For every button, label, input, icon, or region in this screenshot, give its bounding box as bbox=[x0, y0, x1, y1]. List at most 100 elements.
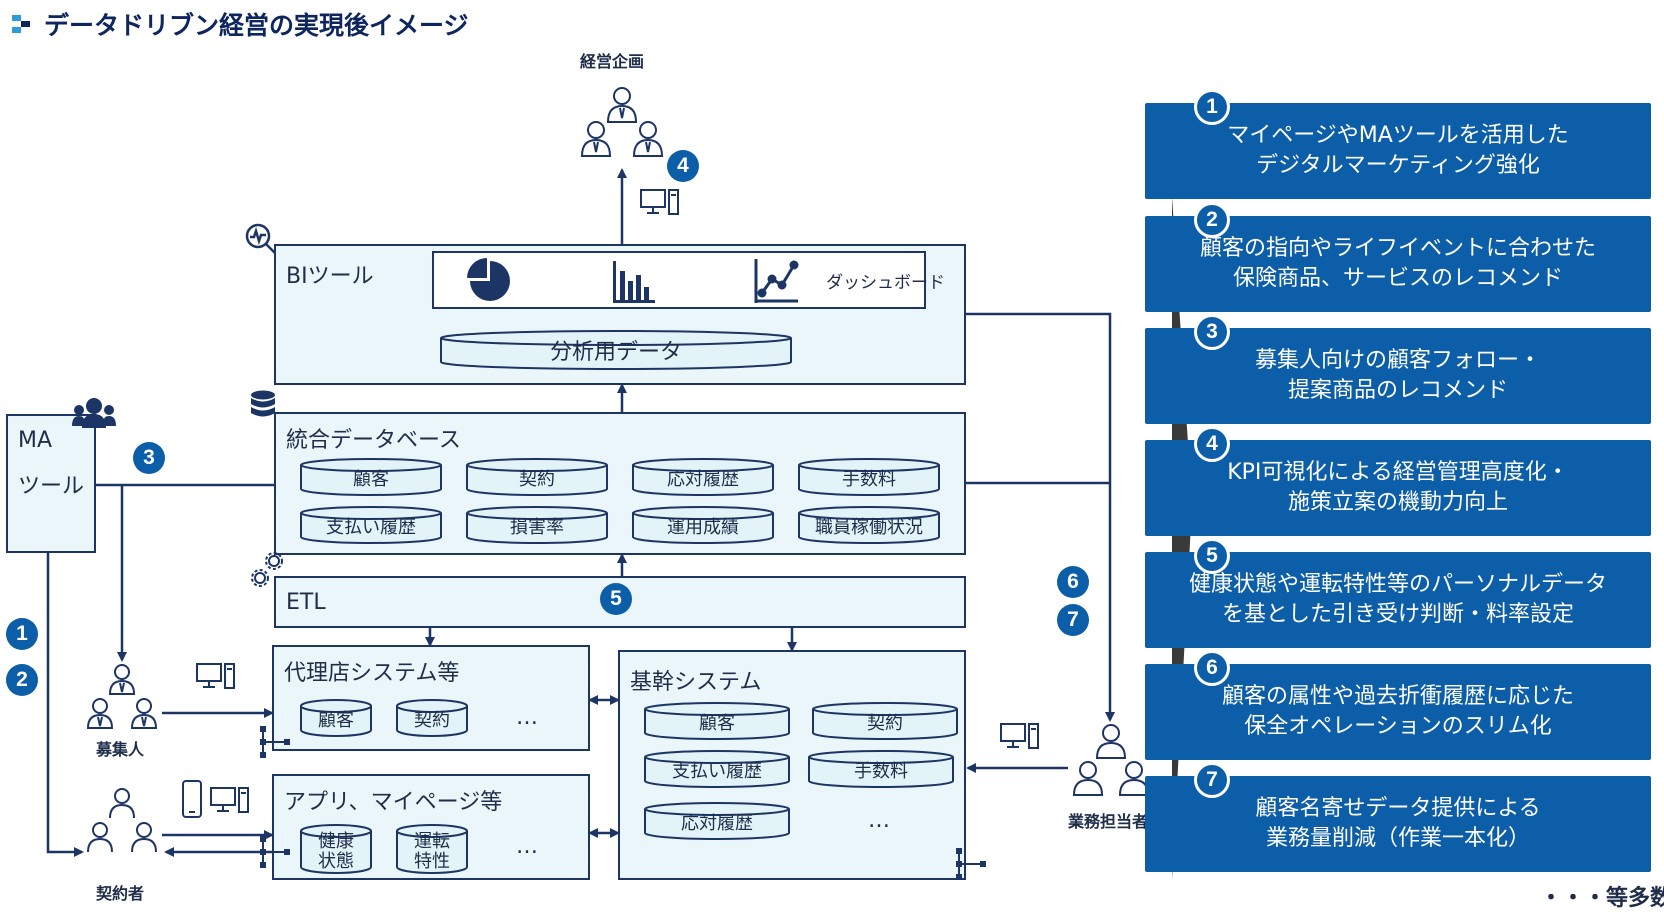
db-item-loss-ratio: 損害率 bbox=[466, 506, 608, 544]
benefit-card-7: 顧客名寄せデータ提供による 業務量削減（作業一本化） bbox=[1145, 776, 1651, 872]
bi-tool-box: BIツール ダッシュボード 分析用データ bbox=[274, 244, 966, 385]
app-item-label: 運転 特性 bbox=[414, 831, 450, 872]
hierarchy-icon bbox=[956, 848, 986, 880]
user-target-icon bbox=[72, 398, 116, 428]
hierarchy-icon bbox=[260, 726, 290, 758]
badge-2: 2 bbox=[6, 664, 38, 696]
core-more: … bbox=[868, 808, 890, 833]
benefit-badge-5: 5 bbox=[1194, 538, 1230, 574]
core-item-payment-history: 支払い履歴 bbox=[644, 750, 790, 788]
db-item-customer: 顧客 bbox=[300, 458, 442, 496]
page-title: データドリブン経営の実現後イメージ bbox=[44, 11, 469, 40]
bar-chart-icon bbox=[613, 261, 655, 303]
core-item-contract: 契約 bbox=[812, 702, 958, 740]
pc-icon bbox=[640, 189, 679, 215]
integrated-database-label: 統合データベース bbox=[286, 428, 461, 453]
db-item-label: 契約 bbox=[519, 469, 555, 491]
hierarchy-icon bbox=[260, 836, 290, 868]
core-item-commission: 手数料 bbox=[808, 750, 954, 788]
agency-item-label: 顧客 bbox=[318, 710, 354, 732]
dashboard-label: ダッシュボード bbox=[826, 273, 945, 293]
title-bullet-icon bbox=[12, 15, 30, 33]
benefit-card-1: マイページやMAツールを活用した デジタルマーケティング強化 bbox=[1145, 103, 1651, 199]
analysis-data-label: 分析用データ bbox=[549, 339, 682, 365]
badge-3: 3 bbox=[133, 442, 165, 474]
database-icon bbox=[251, 390, 275, 417]
contractor-people-icon bbox=[87, 788, 157, 853]
badge-1: 1 bbox=[6, 618, 38, 650]
smartphone-icon bbox=[182, 780, 202, 818]
app-item-driving-characteristics: 運転 特性 bbox=[396, 824, 468, 874]
ma-tool-label-line1: MA bbox=[18, 428, 53, 453]
integrated-database-box: 統合データベース 顧客 契約 応対履歴 手数料 支払い履歴 損害率 運用成績 職… bbox=[274, 412, 966, 555]
core-item-label: 手数料 bbox=[854, 761, 908, 783]
app-more: … bbox=[516, 834, 538, 859]
benefit-card-4: KPI可視化による経営管理高度化・ 施策立案の機動力向上 bbox=[1145, 440, 1651, 536]
benefit-badge-7: 7 bbox=[1194, 762, 1230, 798]
benefit-badge-6: 6 bbox=[1194, 650, 1230, 686]
and-many-more-note: ・・・等多数 bbox=[1540, 886, 1664, 911]
app-mypage-box: アプリ、マイページ等 健康 状態 運転 特性 … bbox=[272, 774, 590, 880]
benefit-badge-2: 2 bbox=[1194, 202, 1230, 238]
core-item-label: 支払い履歴 bbox=[672, 761, 762, 783]
db-item-staff-utilization: 職員稼働状況 bbox=[798, 506, 940, 544]
db-item-label: 支払い履歴 bbox=[326, 517, 416, 539]
db-item-contract: 契約 bbox=[466, 458, 608, 496]
benefit-card-6: 顧客の属性や過去折衝履歴に応じた 保全オペレーションのスリム化 bbox=[1145, 664, 1651, 760]
analysis-data-cylinder: 分析用データ bbox=[440, 330, 792, 370]
benefit-badge-4: 4 bbox=[1194, 426, 1230, 462]
gears-icon bbox=[251, 552, 283, 587]
core-system-label: 基幹システム bbox=[630, 670, 762, 695]
db-item-commission: 手数料 bbox=[798, 458, 940, 496]
core-item-label: 顧客 bbox=[699, 713, 735, 735]
db-item-label: 職員稼働状況 bbox=[815, 517, 923, 539]
pc-icon bbox=[210, 787, 249, 813]
benefit-badge-1: 1 bbox=[1194, 89, 1230, 125]
badge-5: 5 bbox=[600, 583, 632, 615]
pie-chart-icon bbox=[467, 258, 510, 301]
db-item-label: 運用成績 bbox=[667, 517, 739, 539]
agency-system-box: 代理店システム等 顧客 契約 … bbox=[272, 645, 590, 751]
agency-item-customer: 顧客 bbox=[300, 699, 372, 737]
recruiter-label: 募集人 bbox=[96, 740, 145, 759]
app-mypage-label: アプリ、マイページ等 bbox=[284, 790, 503, 815]
benefit-card-5: 健康状態や運転特性等のパーソナルデータ を基とした引き受け判断・料率設定 bbox=[1145, 552, 1651, 648]
pc-icon bbox=[196, 663, 235, 689]
badge-4: 4 bbox=[667, 150, 699, 182]
etl-label: ETL bbox=[286, 590, 326, 615]
line-chart-icon bbox=[754, 259, 799, 303]
db-item-label: 顧客 bbox=[353, 469, 389, 491]
dashboard-panel: ダッシュボード bbox=[432, 251, 945, 309]
db-item-label: 損害率 bbox=[510, 517, 564, 539]
ma-tool-label-line2: ツール bbox=[18, 474, 85, 499]
agency-system-label: 代理店システム等 bbox=[284, 661, 460, 686]
recruiter-people-icon bbox=[86, 664, 158, 729]
agency-more: … bbox=[516, 705, 538, 730]
db-item-payment-history: 支払い履歴 bbox=[300, 506, 442, 544]
core-item-response-history: 応対履歴 bbox=[644, 802, 790, 840]
badge-7: 7 bbox=[1057, 604, 1089, 636]
badge-6: 6 bbox=[1057, 566, 1089, 598]
management-label: 経営企画 bbox=[580, 52, 645, 71]
agency-item-contract: 契約 bbox=[396, 699, 468, 737]
benefit-badge-3: 3 bbox=[1194, 314, 1230, 350]
agency-item-label: 契約 bbox=[414, 710, 450, 732]
db-item-response-history: 応対履歴 bbox=[632, 458, 774, 496]
core-item-label: 契約 bbox=[867, 713, 903, 735]
bi-tool-label: BIツール bbox=[286, 264, 374, 289]
db-item-investment-performance: 運用成績 bbox=[632, 506, 774, 544]
pc-icon bbox=[1000, 723, 1039, 749]
core-item-customer: 顧客 bbox=[644, 702, 790, 740]
etl-box: ETL bbox=[274, 576, 966, 628]
db-item-label: 手数料 bbox=[842, 469, 896, 491]
staff-label: 業務担当者 bbox=[1068, 812, 1149, 831]
db-item-label: 応対履歴 bbox=[667, 469, 739, 491]
staff-people-icon bbox=[1072, 724, 1150, 796]
benefit-card-2: 顧客の指向やライフイベントに合わせた 保険商品、サービスのレコメンド bbox=[1145, 216, 1651, 312]
app-item-health-status: 健康 状態 bbox=[300, 824, 372, 874]
benefit-card-3: 募集人向けの顧客フォロー・ 提案商品のレコメンド bbox=[1145, 328, 1651, 424]
core-item-label: 応対履歴 bbox=[681, 813, 753, 835]
contractor-label: 契約者 bbox=[96, 884, 145, 903]
app-item-label: 健康 状態 bbox=[318, 831, 354, 872]
ma-tool-box: MA ツール bbox=[6, 414, 96, 553]
